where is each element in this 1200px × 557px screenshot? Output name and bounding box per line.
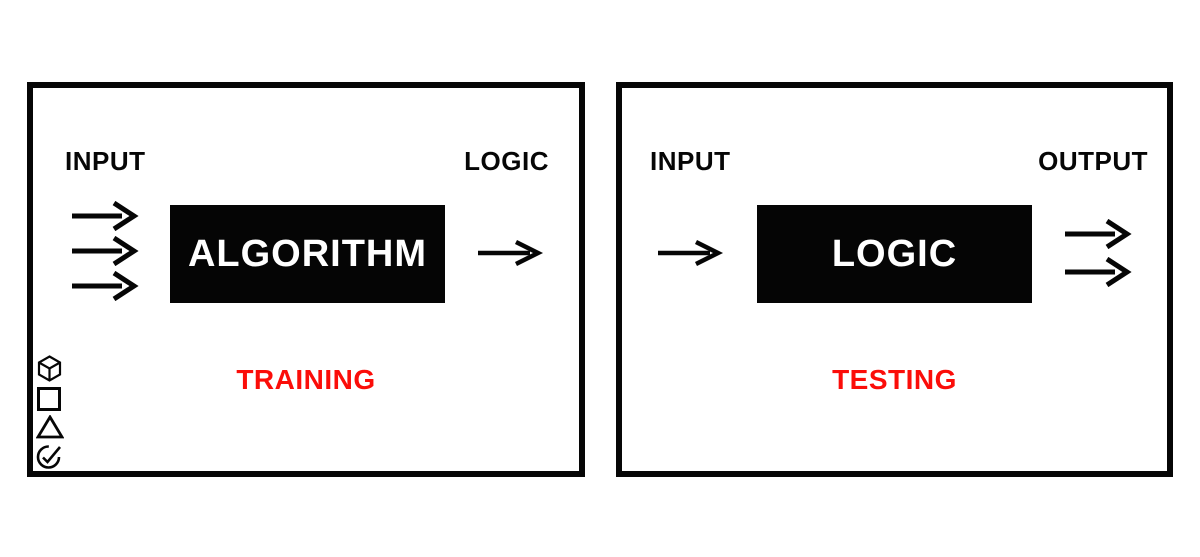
arrow-right-icon (72, 271, 139, 301)
arrow-right-icon (658, 239, 724, 267)
output-arrows (1065, 219, 1133, 287)
shape-icons (36, 355, 64, 470)
logic-box: LOGIC (757, 205, 1032, 303)
arrow-right-icon (1065, 219, 1132, 249)
input-arrows (658, 239, 724, 267)
arrow-right-icon (1065, 257, 1132, 287)
arrow-right-icon (72, 236, 139, 266)
square-icon (37, 387, 61, 411)
input-arrows (72, 201, 140, 301)
arrow-right-icon (478, 239, 544, 267)
check-circle-icon (36, 445, 61, 469)
output-label: OUTPUT (1038, 146, 1148, 176)
testing-panel: INPUT OUTPUT LOGIC TESTING (616, 82, 1173, 477)
algorithm-box: ALGORITHM (170, 205, 445, 303)
testing-caption: TESTING (832, 364, 957, 395)
triangle-icon (36, 415, 64, 439)
input-label: INPUT (650, 146, 731, 176)
input-label: INPUT (65, 146, 146, 176)
arrow-right-icon (72, 201, 139, 231)
training-caption: TRAINING (236, 364, 376, 395)
training-panel: INPUT LOGIC ALGORITHM TRAINING (27, 82, 585, 477)
output-arrows (478, 239, 544, 267)
logic-label: LOGIC (464, 146, 549, 176)
cube-icon (37, 355, 62, 382)
